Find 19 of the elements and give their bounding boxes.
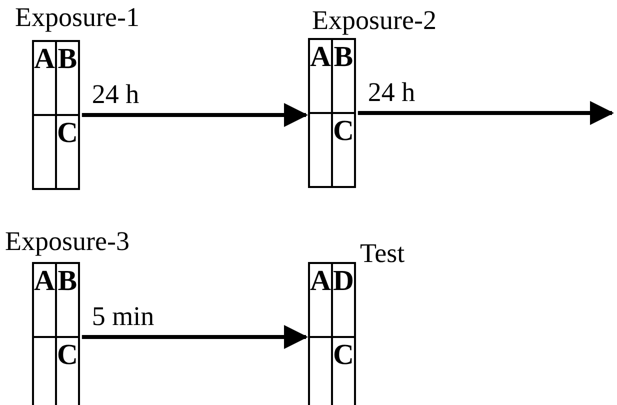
grid-cell: B — [332, 39, 355, 113]
grid-title: Test — [360, 238, 405, 268]
grid-cell: D — [332, 263, 355, 337]
grid-cell: A — [309, 263, 332, 337]
grid-cell: C — [332, 337, 355, 405]
grid-title: Exposure-1 — [15, 2, 140, 32]
grid-cell: B — [56, 263, 79, 337]
grid-title: Exposure-3 — [5, 226, 130, 256]
grid-cell: A — [309, 39, 332, 113]
arrow — [82, 103, 308, 127]
grid-cell: C — [332, 113, 355, 187]
grid-cell: C — [56, 337, 79, 405]
grid-cell: A — [33, 41, 56, 115]
arrow — [358, 101, 614, 125]
grid-cell: C — [56, 115, 79, 189]
grid-title: Exposure-2 — [312, 5, 436, 35]
grid-cell: A — [33, 263, 56, 337]
arrow — [82, 325, 308, 349]
grid-cell: B — [56, 41, 79, 115]
